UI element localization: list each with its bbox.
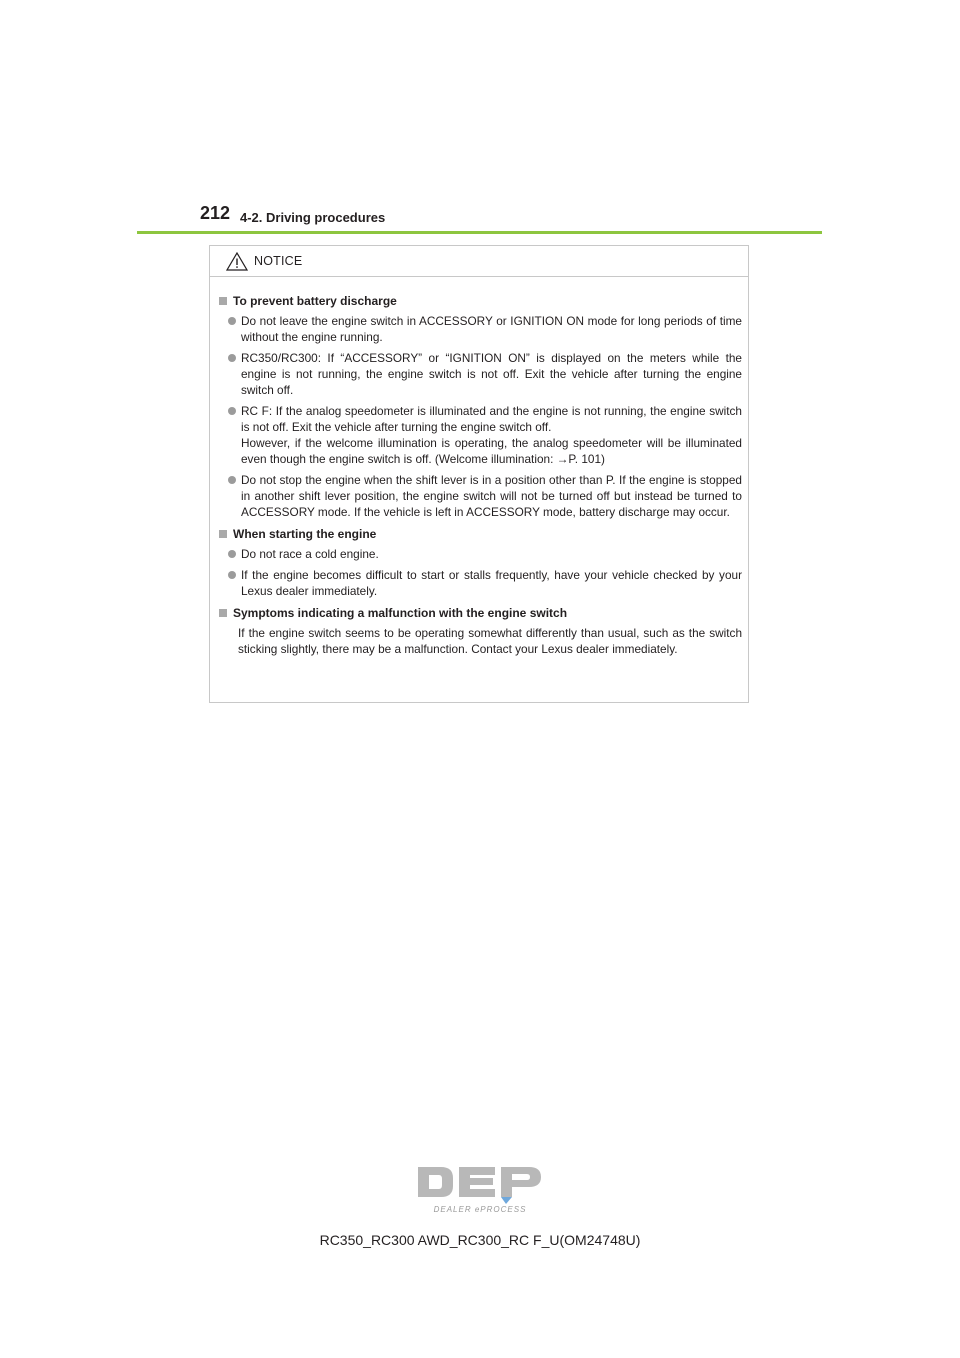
round-bullet-icon bbox=[228, 550, 236, 558]
section-title: 4-2. Driving procedures bbox=[240, 210, 386, 225]
page-header: 212 4-2. Driving procedures bbox=[200, 203, 840, 233]
section-heading-text: To prevent battery discharge bbox=[233, 294, 397, 308]
page-number: 212 bbox=[200, 203, 231, 223]
dep-dealer-eprocess-logo: DEALER ePROCESS bbox=[418, 1167, 541, 1214]
square-bullet-icon bbox=[219, 609, 227, 617]
header-rule bbox=[137, 231, 822, 234]
list-item-text: If the engine becomes difficult to start… bbox=[241, 568, 742, 598]
round-bullet-icon bbox=[228, 407, 236, 415]
round-bullet-icon bbox=[228, 354, 236, 362]
footer-document-id: RC350_RC300 AWD_RC300_RC F_U(OM24748U) bbox=[319, 1232, 641, 1248]
list-item: Do not stop the engine when the shift le… bbox=[228, 472, 742, 520]
list-item: Do not leave the engine switch in ACCESS… bbox=[228, 313, 742, 345]
round-bullet-icon bbox=[228, 317, 236, 325]
notice-header: NOTICE bbox=[210, 246, 748, 277]
list-item: Do not race a cold engine. bbox=[228, 546, 742, 562]
svg-text:DEALER ePROCESS: DEALER ePROCESS bbox=[434, 1205, 527, 1214]
section-heading: Symptoms indicating a malfunction with t… bbox=[219, 605, 742, 621]
list-item: RC F: If the analog speedometer is illum… bbox=[228, 403, 742, 467]
list-item: RC350/RC300: If “ACCESSORY” or “IGNITION… bbox=[228, 350, 742, 398]
list-item-text: Do not stop the engine when the shift le… bbox=[241, 473, 742, 519]
square-bullet-icon bbox=[219, 297, 227, 305]
section-heading-text: Symptoms indicating a malfunction with t… bbox=[233, 606, 568, 620]
list-item-text: RC350/RC300: If “ACCESSORY” or “IGNITION… bbox=[241, 351, 742, 397]
notice-label: NOTICE bbox=[254, 254, 303, 268]
square-bullet-icon bbox=[219, 530, 227, 538]
warning-triangle-icon bbox=[226, 252, 248, 271]
list-item-text: Do not leave the engine switch in ACCESS… bbox=[241, 314, 742, 344]
section-heading-text: When starting the engine bbox=[233, 527, 377, 541]
list-item-text: Do not race a cold engine. bbox=[241, 547, 379, 561]
notice-box: NOTICE To prevent battery discharge Do n… bbox=[209, 245, 749, 703]
round-bullet-icon bbox=[228, 571, 236, 579]
paragraph: If the engine switch seems to be operati… bbox=[238, 626, 742, 656]
section-heading: When starting the engine bbox=[219, 526, 742, 542]
list-item-text: RC F: If the analog speedometer is illum… bbox=[241, 404, 742, 466]
section-heading: To prevent battery discharge bbox=[219, 293, 742, 309]
list-item: If the engine becomes difficult to start… bbox=[228, 567, 742, 599]
round-bullet-icon bbox=[228, 476, 236, 484]
notice-body: To prevent battery discharge Do not leav… bbox=[210, 277, 748, 657]
